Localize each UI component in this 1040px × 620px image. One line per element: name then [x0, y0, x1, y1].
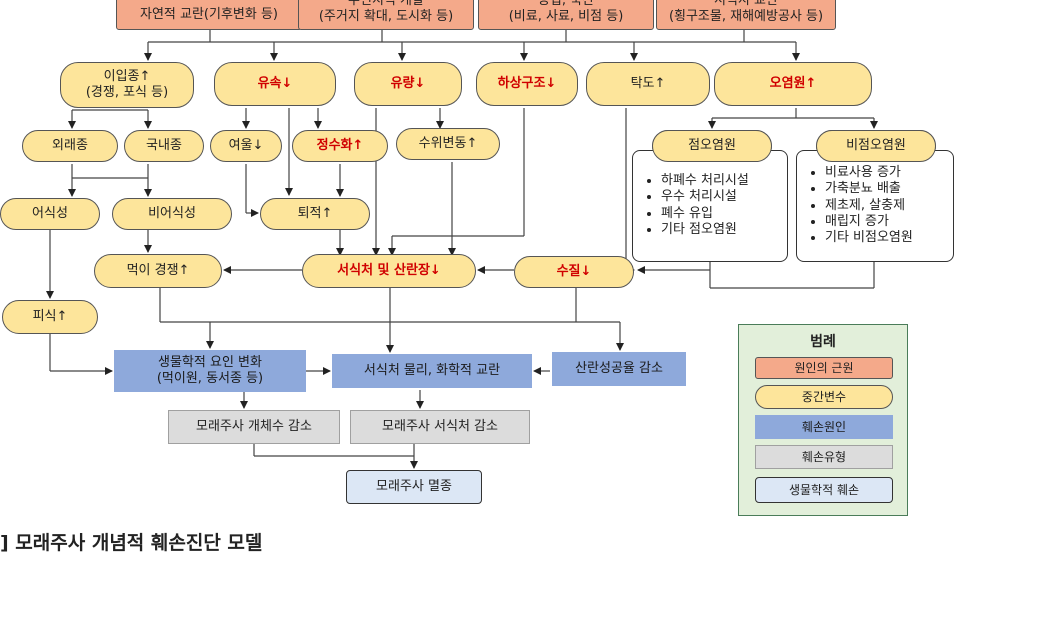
- node-water-level-change: 수위변동↑: [396, 128, 500, 160]
- node-native-species: 국내종: [124, 130, 204, 162]
- figure-caption: ] 모래주사 개념적 훼손진단 모델: [0, 532, 263, 554]
- node-nonpoint-source-label: 비점오염원: [816, 130, 936, 162]
- damage-habitat-physchem: 서식처 물리, 화학적 교란: [332, 354, 532, 388]
- node-food-competition: 먹이 경쟁↑: [94, 254, 222, 288]
- point-source-item: 하폐수 처리시설: [661, 173, 787, 189]
- nonpoint-source-item: 비료사용 증가: [825, 165, 953, 181]
- legend-cause: 원인의 근원: [755, 357, 893, 379]
- point-source-list: 하폐수 처리시설 우수 처리시설 폐수 유입 기타 점오염원: [632, 150, 788, 262]
- type-habitat-decrease: 모래주사 서식처 감소: [350, 410, 530, 444]
- node-alien-species: 외래종: [22, 130, 118, 162]
- nonpoint-source-list: 비료사용 증가 가축분뇨 배출 제초제, 살충제 매립지 증가 기타 비점오염원: [796, 150, 954, 262]
- node-turbidity: 탁도↑: [586, 62, 710, 106]
- nonpoint-source-item: 가축분뇨 배출: [825, 181, 953, 197]
- node-habitat-spawning: 서식처 및 산란장↓: [302, 254, 476, 288]
- point-source-item: 기타 점오염원: [661, 222, 787, 238]
- nonpoint-source-item: 기타 비점오염원: [825, 230, 953, 246]
- legend-biological-damage: 생물학적 훼손: [755, 477, 893, 503]
- type-population-decrease: 모래주사 개체수 감소: [168, 410, 340, 444]
- node-pollution-source: 오염원↑: [714, 62, 872, 106]
- legend-intermediate: 중간변수: [755, 385, 893, 409]
- point-source-item: 폐수 유입: [661, 206, 787, 222]
- cause-agriculture-livestock: 농업, 축산 (비료, 사료, 비점 등): [478, 0, 654, 30]
- node-sedimentation: 퇴적↑: [260, 198, 370, 230]
- damage-spawning-success: 산란성공율 감소: [552, 352, 686, 386]
- cause-habitat-disturbance: 서식지 교란 (횡구조물, 재해예방공사 등): [656, 0, 836, 30]
- cause-natural-disturbance: 자연적 교란(기후변화 등): [116, 0, 302, 30]
- legend-damage-cause: 훼손원인: [755, 415, 893, 439]
- node-piscivore: 어식성: [0, 198, 100, 230]
- nonpoint-source-item: 매립지 증가: [825, 214, 953, 230]
- node-riffle: 여울↓: [210, 130, 282, 162]
- legend-damage-type: 훼손유형: [755, 445, 893, 469]
- damage-biological-factor: 생물학적 요인 변화 (먹이원, 동서종 등): [114, 350, 306, 392]
- bio-extinction: 모래주사 멸종: [346, 470, 482, 504]
- node-stagnation: 정수화↑: [292, 130, 388, 162]
- cause-waterfront-development: 수변지역 개발 (주거지 확대, 도시화 등): [298, 0, 474, 30]
- legend: 범례 원인의 근원 중간변수 훼손원인 훼손유형 생물학적 훼손: [738, 324, 908, 516]
- point-source-item: 우수 처리시설: [661, 189, 787, 205]
- node-velocity: 유속↓: [214, 62, 336, 106]
- node-flow: 유량↓: [354, 62, 462, 106]
- node-point-source-label: 점오염원: [652, 130, 772, 162]
- node-riverbed-structure: 하상구조↓: [476, 62, 578, 106]
- node-predation: 피식↑: [2, 300, 98, 334]
- node-water-quality: 수질↓: [514, 256, 634, 288]
- legend-title: 범례: [810, 334, 836, 350]
- node-invasive-species: 이입종↑ (경쟁, 포식 등): [60, 62, 194, 108]
- node-non-piscivore: 비어식성: [112, 198, 232, 230]
- nonpoint-source-item: 제초제, 살충제: [825, 198, 953, 214]
